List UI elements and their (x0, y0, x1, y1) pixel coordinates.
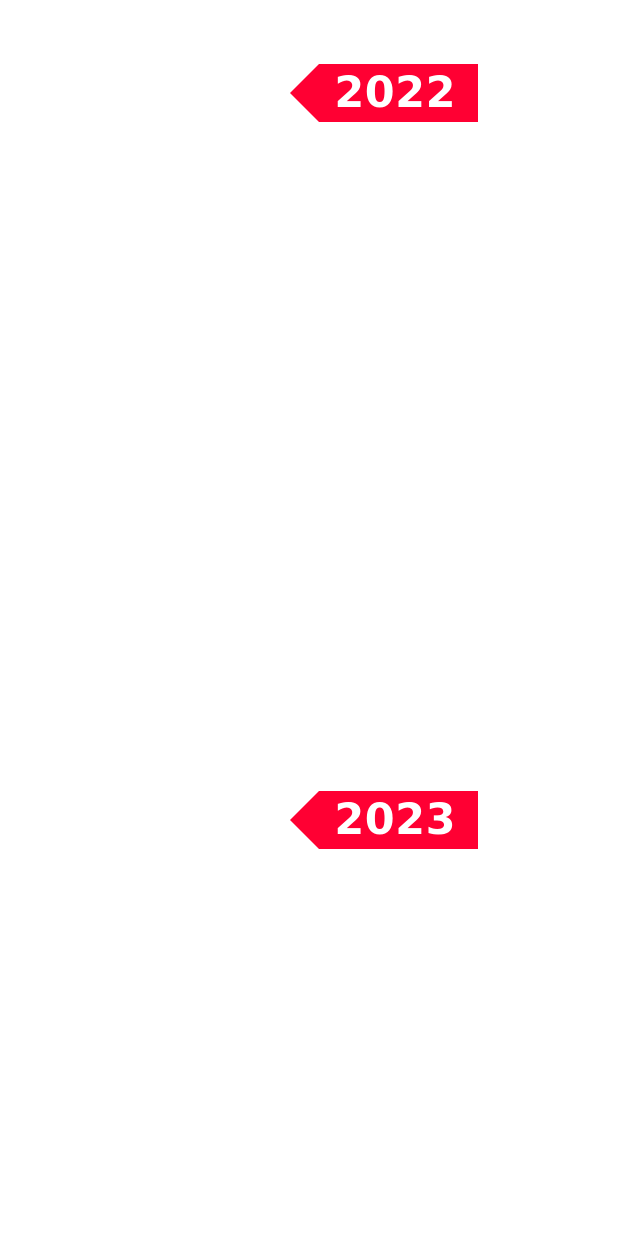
year-label: 2023 (334, 794, 456, 845)
year-marker-2023: 2023 (290, 791, 478, 849)
year-marker-2022: 2022 (290, 64, 478, 122)
year-label: 2022 (334, 67, 456, 118)
